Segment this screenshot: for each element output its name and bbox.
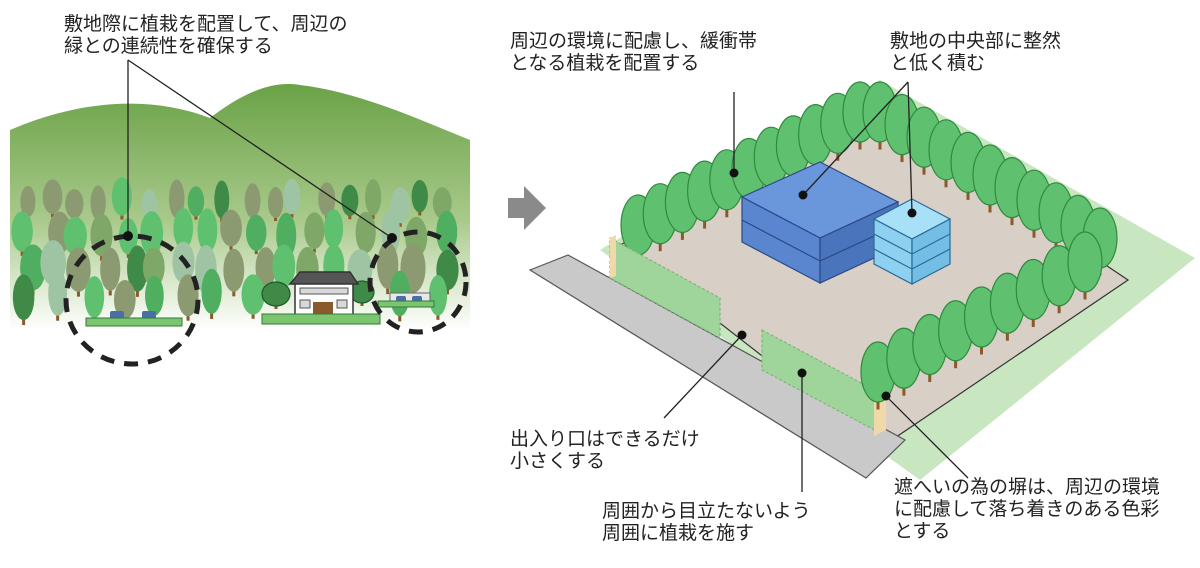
tree-icon [42,179,63,218]
tree-icon [111,177,132,220]
label-line: 敷地際に植栽を配置して、周辺の [64,13,348,35]
label-line: に配慮して落ち着きのある色彩 [894,498,1160,520]
tree-icon [48,270,68,321]
leader-dot [797,368,807,378]
tree-icon [1067,231,1103,300]
label-line: 緑との連続性を確保する [64,35,273,57]
tree-icon [246,214,267,255]
hedge-strip [377,300,435,308]
tree-icon [220,209,242,250]
tree-icon [12,274,35,326]
label-line: 敷地の中央部に整然 [890,30,1062,52]
leader-dot [798,190,808,200]
hedge-strip [85,317,183,327]
tree-icon [223,248,245,297]
label-line: 出入り口はできるだけ [510,428,700,450]
leader-line [907,81,913,214]
site-plan [528,80,1195,492]
tree-icon [11,211,33,256]
leader-dot [737,330,747,340]
house-icon [288,271,360,319]
label-buffer-planting: 周辺の環境に配慮し、緩衝帯 となる植栽を配置する [510,30,757,74]
tree-icon [261,281,291,309]
leader-dot [907,208,917,218]
tree-icon [341,184,359,220]
label-line: 周辺の環境に配慮し、緩衝帯 [510,30,758,52]
tree-icon [365,179,382,219]
tree-icon [100,247,121,296]
label-fence: 遮へいの為の塀は、周辺の環境 に配慮して落ち着きのある色彩 とする [894,476,1160,542]
focus-circle-right [367,229,469,335]
hedge-strip [261,313,381,325]
left-scene [10,59,470,367]
tree-icon [267,187,284,222]
tree-icon [241,274,265,319]
leader-line [802,81,909,196]
leader-dot [729,168,739,178]
focus-circle-left [63,233,201,367]
road [528,254,906,479]
tree-icon [201,268,222,319]
leader-line [885,395,969,479]
tree-icon [177,274,199,321]
car-icon [110,296,422,319]
tree-icon [411,180,428,216]
label-line: と低く積む [890,52,986,74]
label-surrounding-planting: 周囲から目立たないよう 周囲に植栽を施す [602,500,811,544]
leader-dot [387,233,397,243]
leader-line [127,59,393,239]
label-central-building: 敷地の中央部に整然 と低く積む [890,30,1061,74]
arrow-right-icon [508,186,546,230]
front-tree-row [860,231,1103,410]
label-entrance: 出入り口はできるだけ 小さくする [510,428,700,472]
label-line: 小さくする [510,450,606,472]
building-small [872,198,952,285]
tree-icon [283,178,301,218]
fence-left [609,235,721,340]
tree-icon [127,245,148,297]
leader-dot [123,231,133,241]
leader-dot [881,391,891,401]
leader-line [663,334,743,419]
label-line: となる植栽を配置する [510,52,700,74]
label-line: 周囲から目立たないよう [602,500,811,522]
label-left-annotation: 敷地際に植栽を配置して、周辺の 緑との連続性を確保する [64,13,347,57]
tree-icon [187,186,205,220]
label-line: 周囲に植栽を施す [602,522,755,544]
label-line: とする [894,520,951,542]
label-line: 遮へいの為の塀は、周辺の環境 [894,476,1161,498]
tree-icon [304,212,325,253]
